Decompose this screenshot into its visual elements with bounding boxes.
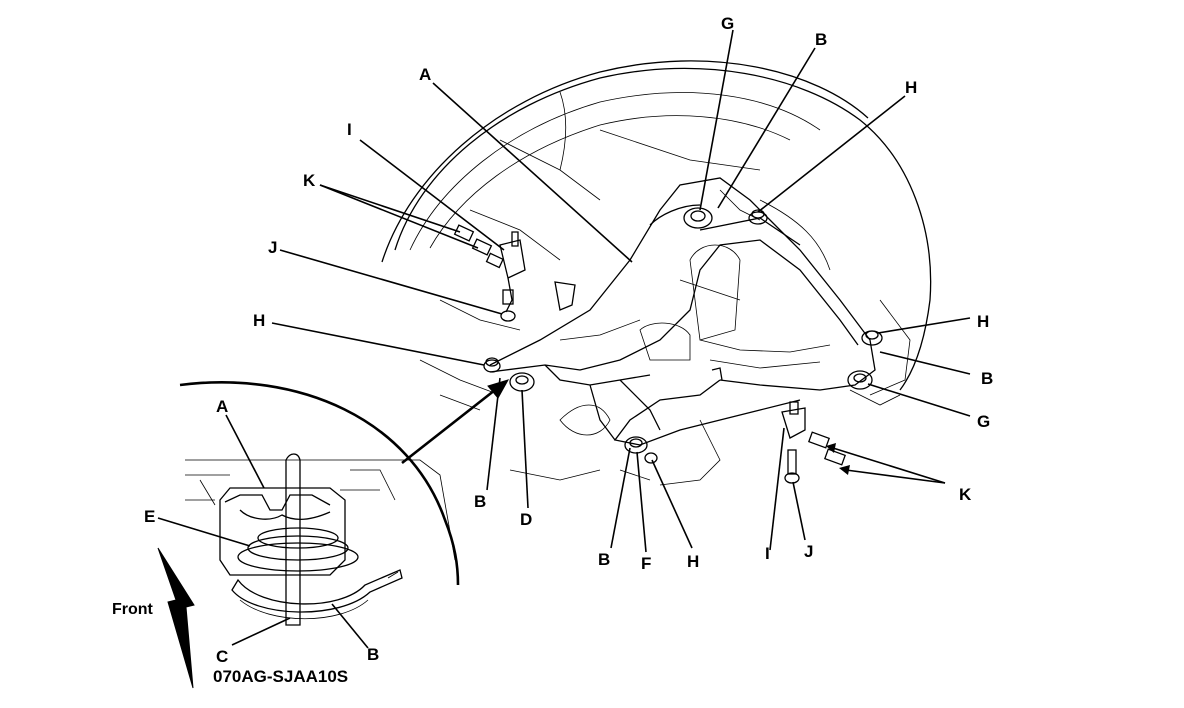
mount-h-left — [483, 357, 501, 373]
callout-h-left: H — [253, 311, 265, 330]
mounts — [483, 207, 883, 464]
callout-h-mid: H — [687, 552, 699, 571]
front-label: Front — [112, 601, 154, 618]
callout-i-left: I — [347, 120, 352, 139]
leader-lines — [157, 29, 971, 649]
callout-a-inset: A — [216, 397, 228, 416]
mount-h-mid — [644, 452, 658, 464]
callout-c-inset: C — [216, 647, 228, 666]
callout-a-top: A — [419, 65, 431, 84]
body-outline — [381, 60, 932, 486]
callout-i-right: I — [765, 544, 770, 563]
callout-h-top: H — [905, 78, 917, 97]
callout-b-lower-left: B — [474, 492, 486, 511]
callout-labels: A G B H I K J H B D B F H I J K H B G A … — [112, 14, 993, 686]
callout-j-right: J — [804, 542, 813, 561]
callout-k-right: K — [959, 485, 972, 504]
callout-f: F — [641, 554, 651, 573]
callout-b-inset: B — [367, 645, 379, 664]
bracket-right — [711, 367, 847, 484]
inset-detail — [179, 381, 460, 626]
mount-d — [509, 372, 535, 392]
callout-h-right: H — [977, 312, 989, 331]
figure-code: 070AG-SJAA10S — [213, 667, 348, 686]
callout-g-top: G — [721, 14, 734, 33]
subframe-body — [489, 177, 876, 446]
mount-g-right — [847, 370, 873, 390]
callout-g-right: G — [977, 412, 990, 431]
bracket-left — [453, 224, 576, 322]
callout-k-left: K — [303, 171, 316, 190]
callout-j-left: J — [268, 238, 277, 257]
callout-b-mid: B — [598, 550, 610, 569]
callout-b-top: B — [815, 30, 827, 49]
callout-d: D — [520, 510, 532, 529]
mount-f — [624, 436, 648, 454]
mount-g-top — [683, 207, 713, 229]
front-arrow — [157, 547, 195, 689]
callout-e-inset: E — [144, 507, 155, 526]
mount-h-right — [861, 330, 883, 346]
mount-h-top — [748, 209, 768, 225]
callout-b-right: B — [981, 369, 993, 388]
